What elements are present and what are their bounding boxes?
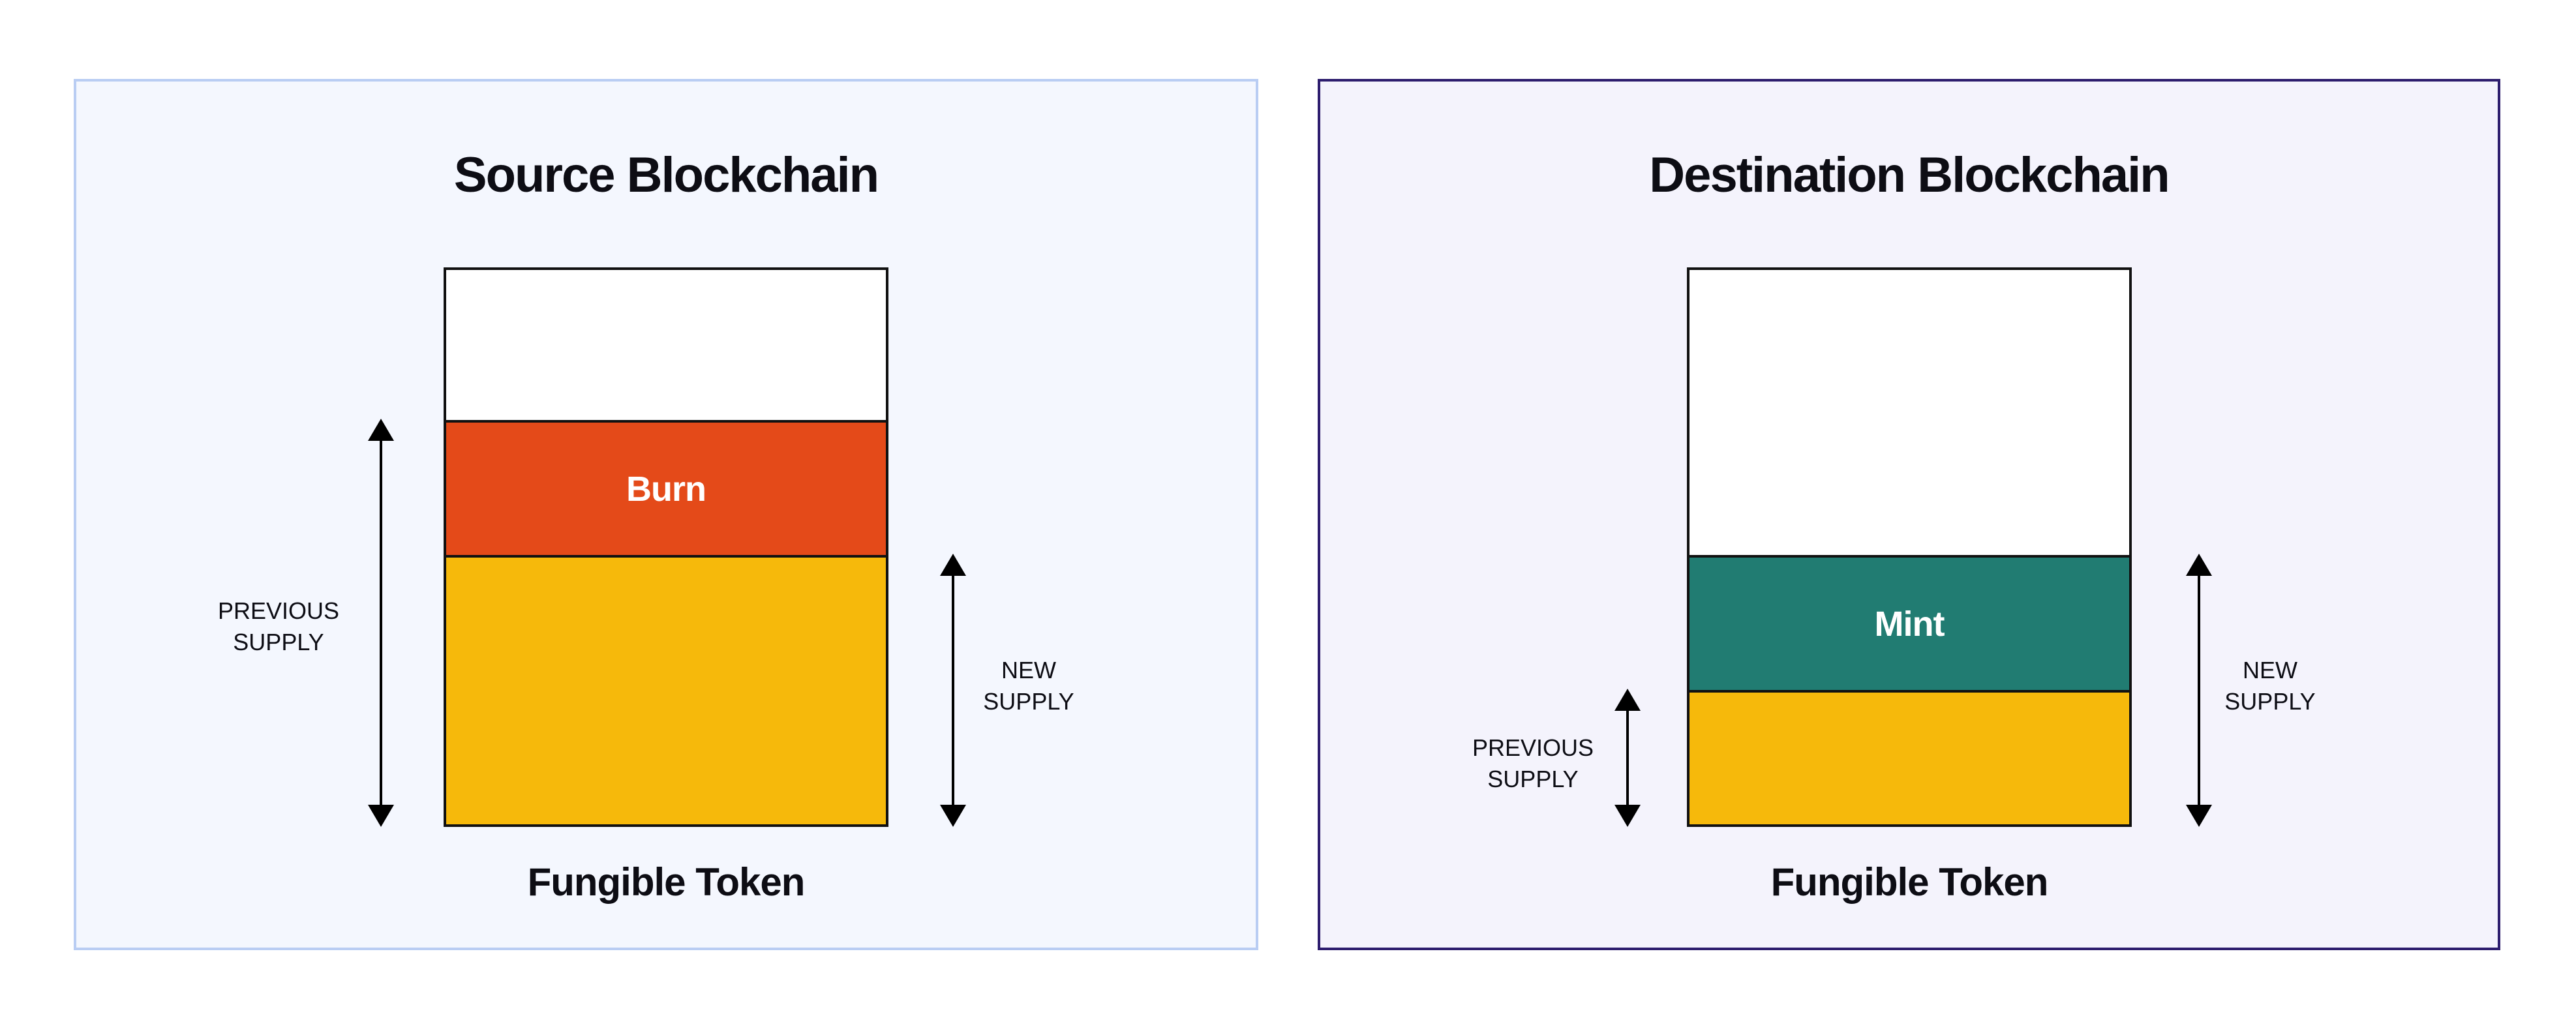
source-title: Source Blockchain [453, 147, 879, 203]
burn-label: Burn [626, 469, 706, 509]
label-line: NEW [1001, 657, 1056, 683]
destination-title: Destination Blockchain [1649, 147, 2170, 203]
mint-segment: Mint [1690, 555, 2129, 690]
burn-segment: Burn [446, 420, 886, 555]
previous-supply-segment [1690, 690, 2129, 824]
source-caption: Fungible Token [527, 860, 806, 904]
label-line: NEW [2243, 657, 2297, 683]
new-supply-label: NEW SUPPLY [2172, 655, 2368, 717]
source-token-bar: Burn [444, 267, 888, 827]
destination-token-bar: Mint [1687, 267, 2132, 827]
label-line: SUPPLY [233, 629, 324, 655]
new-supply-arrow-icon [940, 554, 966, 827]
destination-caption: Fungible Token [1770, 860, 2049, 904]
label-line: PREVIOUS [1472, 734, 1594, 761]
previous-supply-arrow-icon [368, 419, 394, 827]
previous-supply-label: PREVIOUS SUPPLY [181, 595, 376, 658]
new-supply-label: NEW SUPPLY [931, 655, 1127, 717]
label-line: SUPPLY [983, 688, 1074, 715]
label-line: PREVIOUS [217, 597, 340, 624]
label-line: SUPPLY [2224, 688, 2316, 715]
destination-blockchain-panel: Destination Blockchain Mint PREVIOUS SUP… [1318, 79, 2500, 950]
label-line: SUPPLY [1487, 766, 1579, 792]
new-supply-arrow-icon [2186, 554, 2212, 827]
previous-supply-arrow-icon [1614, 689, 1641, 827]
mint-label: Mint [1874, 604, 1945, 644]
remaining-supply-segment [446, 555, 886, 824]
source-blockchain-panel: Source Blockchain Burn PREVIOUS SUPPLY N… [74, 79, 1258, 950]
previous-supply-label: PREVIOUS SUPPLY [1435, 732, 1631, 795]
